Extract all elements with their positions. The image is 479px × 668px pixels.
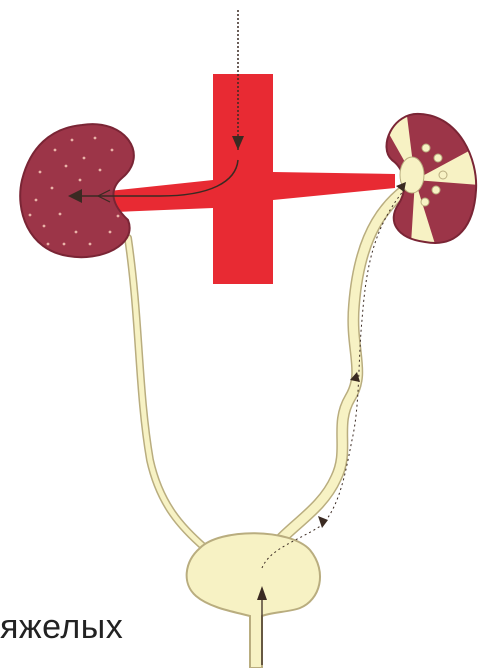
left-ureter [128,238,205,548]
bladder [187,533,320,668]
reflux-path [262,190,404,568]
right-renal-artery [273,172,395,200]
right-ureter [282,190,405,538]
caption-text: яжелых [0,608,123,647]
aorta [90,74,395,284]
